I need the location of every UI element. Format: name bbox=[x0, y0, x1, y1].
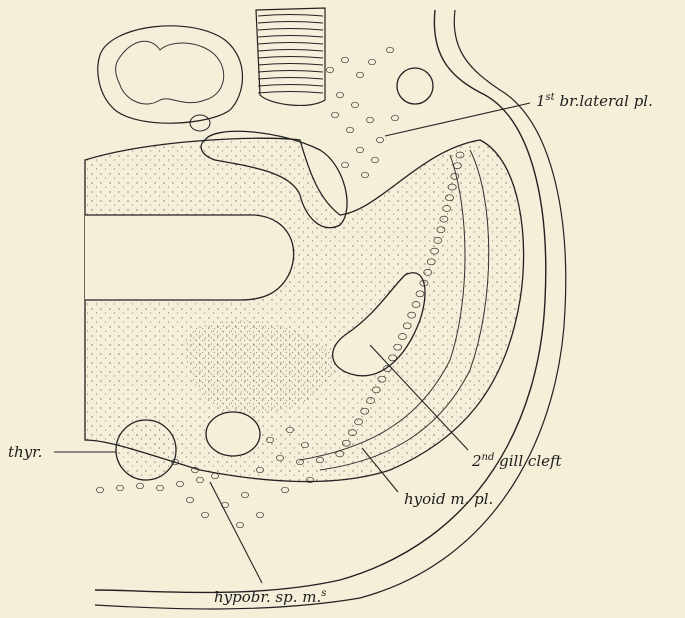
vessel-lower bbox=[206, 412, 260, 456]
label-hypobranchial: hypobr. sp. m.s bbox=[214, 588, 326, 606]
label-gill-cleft: 2nd gill cleft bbox=[472, 452, 562, 470]
label-thyroid: thyr. bbox=[8, 443, 42, 461]
vessel-upper bbox=[397, 68, 433, 104]
oral-lumen bbox=[85, 215, 294, 300]
label-hyoid: hyoid m. pl. bbox=[404, 490, 493, 508]
neural-section bbox=[98, 26, 243, 131]
thyroid-body bbox=[116, 420, 176, 480]
label-lateral-plate: 1st br.lateral pl. bbox=[536, 92, 653, 110]
notochord-block bbox=[256, 8, 325, 105]
